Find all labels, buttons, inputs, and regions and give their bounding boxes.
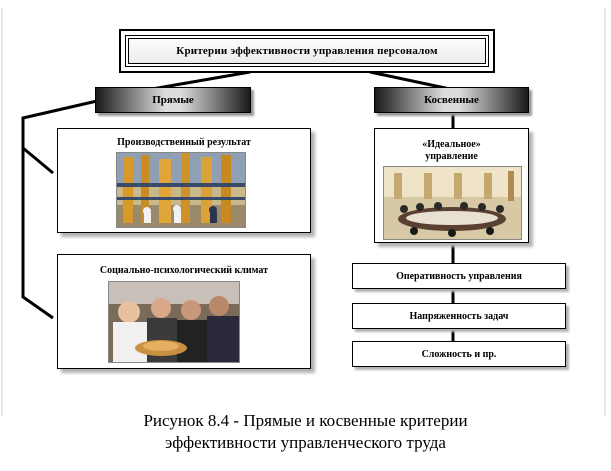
social-photo xyxy=(108,281,240,363)
meeting-image-icon xyxy=(384,167,521,239)
indirect-item-operativeness-label: Оперативность управления xyxy=(396,270,522,282)
production-result-title: Производственный результат xyxy=(117,137,251,148)
factory-image-icon xyxy=(117,153,245,227)
connector-title-indirect xyxy=(369,70,451,91)
indirect-item-complexity-label: Сложность и пр. xyxy=(421,348,497,360)
criteria-title: Критерии эффективности управления персон… xyxy=(125,35,489,67)
people-image-icon xyxy=(109,282,239,362)
indirect-item-tension-label: Напряженность задач xyxy=(409,310,509,322)
meeting-photo xyxy=(383,166,522,240)
social-climate-title: Социально-психологический климат xyxy=(99,265,269,276)
indirect-criteria-label: Косвенные xyxy=(424,94,479,106)
connector-direct-bracket xyxy=(21,99,98,320)
criteria-title-box: Критерии эффективности управления персон… xyxy=(119,29,495,73)
connector-title-direct xyxy=(151,70,251,91)
connector-direct-item1 xyxy=(22,146,54,175)
ideal-management-title-1: «Идеальное» xyxy=(422,139,481,150)
figure-caption-line-2: эффективности управленческого труда xyxy=(165,433,446,452)
production-result-card: Производственный результат xyxy=(57,128,311,233)
production-photo xyxy=(116,152,246,228)
indirect-criteria-box: Косвенные xyxy=(374,87,529,113)
ideal-management-title-2: управление xyxy=(425,151,478,162)
indirect-item-tension: Напряженность задач xyxy=(352,303,566,329)
indirect-item-complexity: Сложность и пр. xyxy=(352,341,566,367)
indirect-item-operativeness: Оперативность управления xyxy=(352,263,566,289)
direct-criteria-label: Прямые xyxy=(152,94,194,106)
figure-caption-line-1: Рисунок 8.4 - Прямые и косвенные критери… xyxy=(143,411,468,430)
social-climate-card: Социально-психологический климат xyxy=(57,254,311,369)
ideal-management-card: «Идеальное» управление xyxy=(374,128,529,243)
direct-criteria-box: Прямые xyxy=(95,87,251,113)
